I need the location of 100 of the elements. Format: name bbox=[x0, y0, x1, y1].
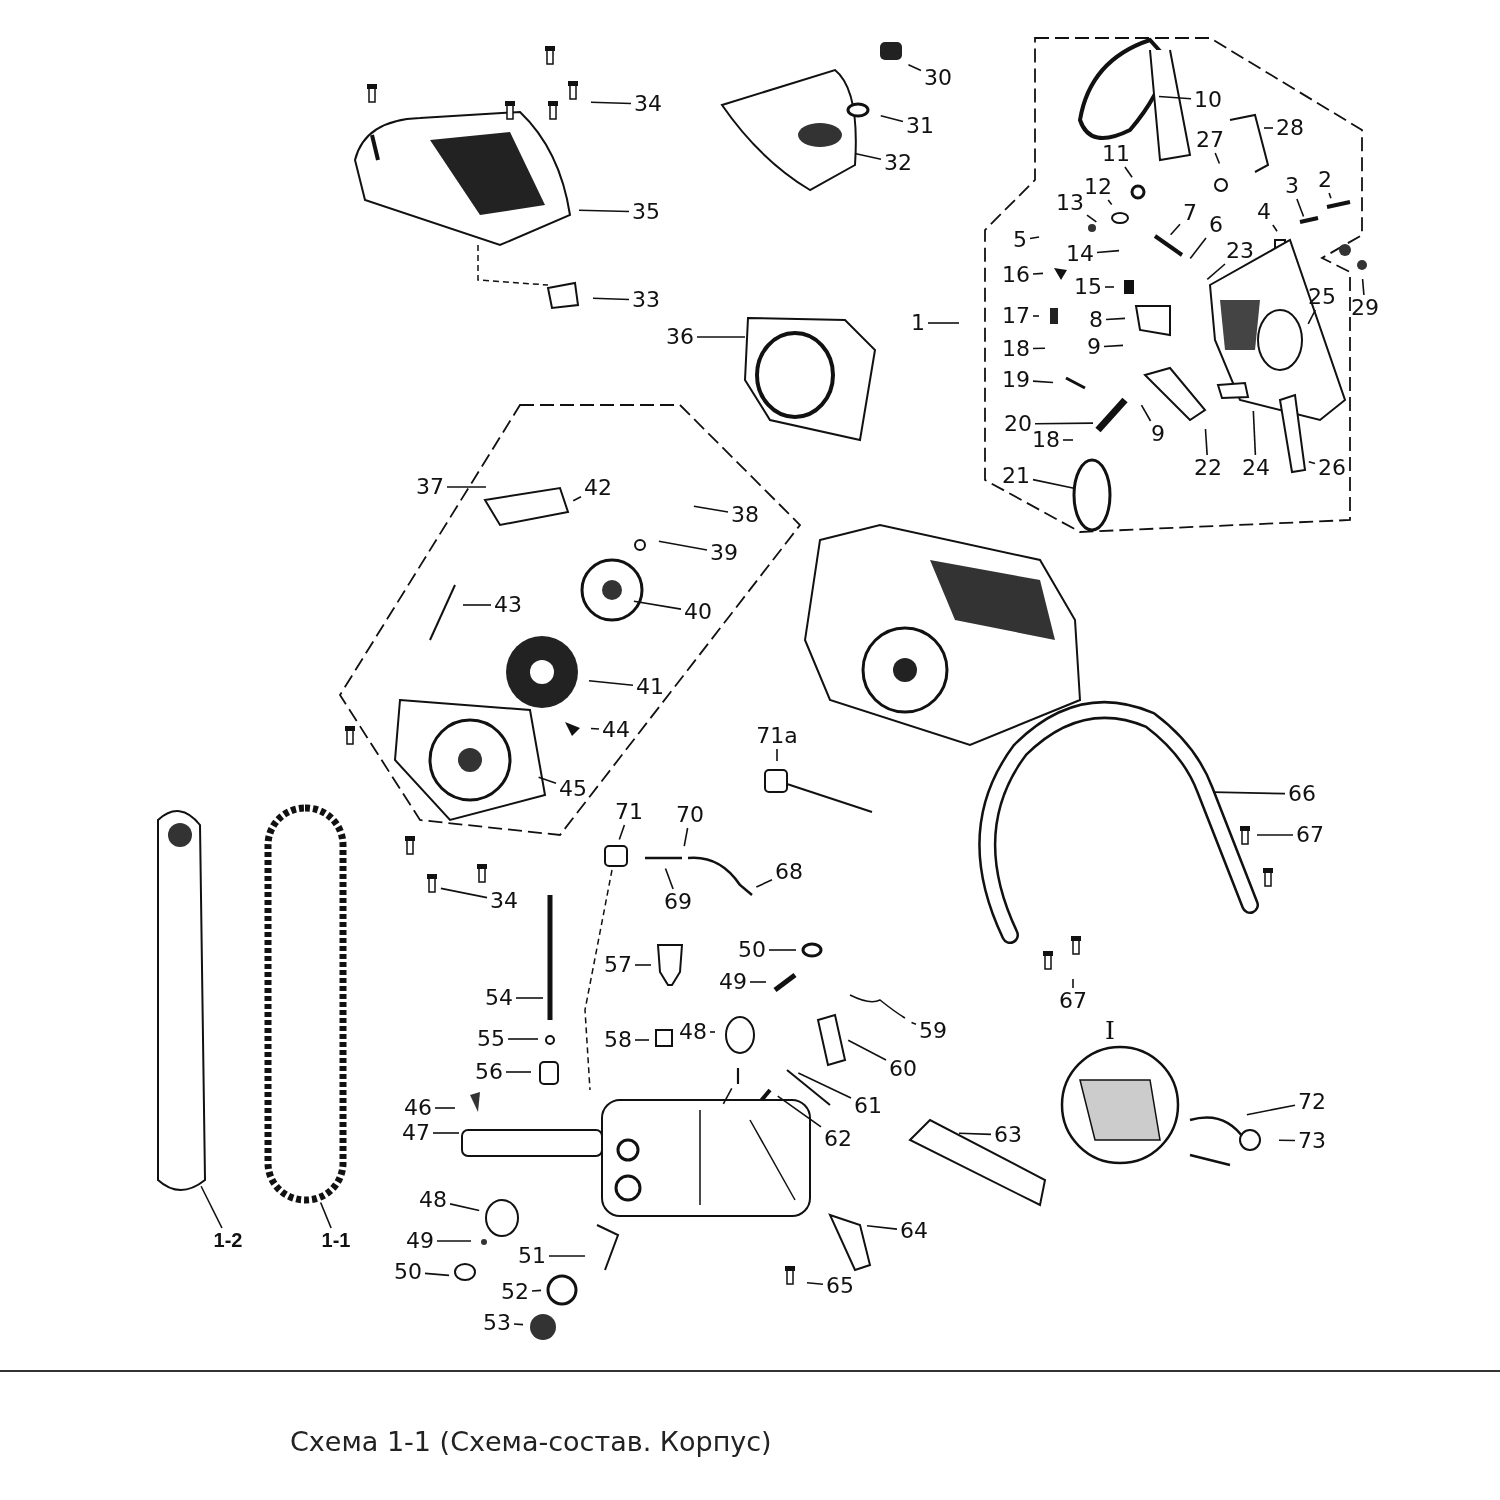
callout-number: 12 bbox=[1084, 176, 1112, 198]
callout-number: 52 bbox=[501, 1281, 529, 1303]
leader-line bbox=[693, 505, 729, 513]
callout-number: 60 bbox=[889, 1058, 917, 1080]
leader-line bbox=[1158, 95, 1192, 100]
callout-number: 71 bbox=[615, 801, 643, 823]
leader-line bbox=[633, 600, 682, 610]
leader-line bbox=[1328, 192, 1332, 200]
callout-number: 31 bbox=[906, 115, 934, 137]
callout-number: 58 bbox=[604, 1029, 632, 1051]
leader-line bbox=[1256, 834, 1294, 836]
callout-number: 54 bbox=[485, 987, 513, 1009]
leader-line bbox=[436, 1240, 472, 1242]
leader-line bbox=[1072, 978, 1074, 989]
callout-number: 49 bbox=[406, 1230, 434, 1252]
callout-number: 61 bbox=[854, 1095, 882, 1117]
leader-line bbox=[879, 114, 904, 123]
leader-line bbox=[1032, 272, 1044, 275]
callout-number: 6 bbox=[1209, 214, 1223, 236]
leader-line bbox=[1206, 263, 1226, 281]
callout-number: 1 bbox=[911, 312, 925, 334]
callout-number: 34 bbox=[634, 93, 662, 115]
callout-number: 73 bbox=[1298, 1130, 1326, 1152]
leader-line bbox=[797, 1072, 852, 1099]
leader-line bbox=[462, 604, 492, 606]
callout-number: 63 bbox=[994, 1124, 1022, 1146]
callout-number: 53 bbox=[483, 1312, 511, 1334]
leader-line bbox=[507, 1038, 539, 1040]
leader-line bbox=[866, 1224, 898, 1230]
callout-number: 25 bbox=[1308, 286, 1336, 308]
leader-line bbox=[1032, 380, 1054, 384]
leader-line bbox=[548, 1255, 586, 1257]
leader-line bbox=[1032, 347, 1046, 350]
leader-line bbox=[1104, 286, 1115, 288]
leader-line bbox=[513, 1323, 524, 1326]
callout-number: 1-2 bbox=[213, 1230, 243, 1250]
callout-number: 70 bbox=[676, 804, 704, 826]
callout-number: 48 bbox=[419, 1189, 447, 1211]
callout-number: 28 bbox=[1276, 117, 1304, 139]
leader-line bbox=[664, 867, 674, 890]
leader-line bbox=[618, 824, 626, 841]
callout-number: 4 bbox=[1257, 201, 1271, 223]
leader-line bbox=[531, 1289, 542, 1292]
callout-number: 71a bbox=[756, 725, 798, 747]
callout-number: 5 bbox=[1013, 229, 1027, 251]
leader-line bbox=[1140, 404, 1152, 422]
leader-line bbox=[634, 1039, 650, 1041]
leader-line bbox=[1086, 214, 1098, 223]
callout-number: 42 bbox=[584, 477, 612, 499]
leader-line bbox=[776, 748, 778, 762]
leader-line bbox=[1062, 439, 1074, 441]
leader-line bbox=[1169, 223, 1181, 236]
title: Схема 1-1 (Схема-состав. Корпус) bbox=[290, 1425, 772, 1459]
leader-line bbox=[515, 997, 544, 999]
leader-line bbox=[1105, 317, 1126, 321]
callout-number: 67 bbox=[1296, 824, 1324, 846]
callout-number: 35 bbox=[632, 201, 660, 223]
leader-line bbox=[768, 949, 797, 951]
callout-number: 39 bbox=[710, 542, 738, 564]
callout-number: 56 bbox=[475, 1061, 503, 1083]
leader-line bbox=[776, 1095, 822, 1128]
callout-number: 21 bbox=[1002, 465, 1030, 487]
callout-number: 57 bbox=[604, 954, 632, 976]
callout-number: 8 bbox=[1089, 309, 1103, 331]
callout-number: 30 bbox=[924, 67, 952, 89]
leader-line bbox=[1278, 1139, 1296, 1142]
callout-number: 7 bbox=[1183, 202, 1197, 224]
leader-line bbox=[847, 1039, 887, 1061]
callout-number: 10 bbox=[1194, 89, 1222, 111]
callout-number: 32 bbox=[884, 152, 912, 174]
callout-number: 34 bbox=[490, 890, 518, 912]
leader-line bbox=[910, 1021, 917, 1026]
callout-number: 68 bbox=[775, 861, 803, 883]
leader-line bbox=[749, 981, 767, 983]
leader-line bbox=[424, 1272, 450, 1277]
leader-line bbox=[1272, 224, 1278, 232]
callout-number: 55 bbox=[477, 1028, 505, 1050]
leader-line bbox=[1246, 1104, 1296, 1116]
callout-number: 64 bbox=[900, 1220, 928, 1242]
leader-line bbox=[1204, 428, 1208, 456]
leader-line bbox=[927, 322, 960, 324]
leader-line bbox=[958, 1132, 992, 1136]
callout-number: 50 bbox=[738, 939, 766, 961]
leader-line bbox=[1103, 344, 1124, 348]
callout-number: 46 bbox=[404, 1097, 432, 1119]
leader-line bbox=[592, 297, 630, 301]
leader-line bbox=[578, 209, 630, 213]
callout-number: 67 bbox=[1059, 990, 1087, 1012]
callout-number: 62 bbox=[824, 1128, 852, 1150]
leader-line bbox=[1032, 478, 1076, 490]
leader-line bbox=[634, 964, 652, 966]
leader-line bbox=[572, 495, 582, 502]
leader-line bbox=[446, 486, 487, 488]
callout-number: 41 bbox=[636, 676, 664, 698]
leader-line bbox=[1124, 166, 1133, 179]
leader-line bbox=[683, 827, 689, 847]
leader-line bbox=[1189, 237, 1207, 260]
leader-line bbox=[434, 1107, 456, 1109]
leader-line bbox=[1214, 152, 1221, 165]
callout-number: 13 bbox=[1056, 192, 1084, 214]
